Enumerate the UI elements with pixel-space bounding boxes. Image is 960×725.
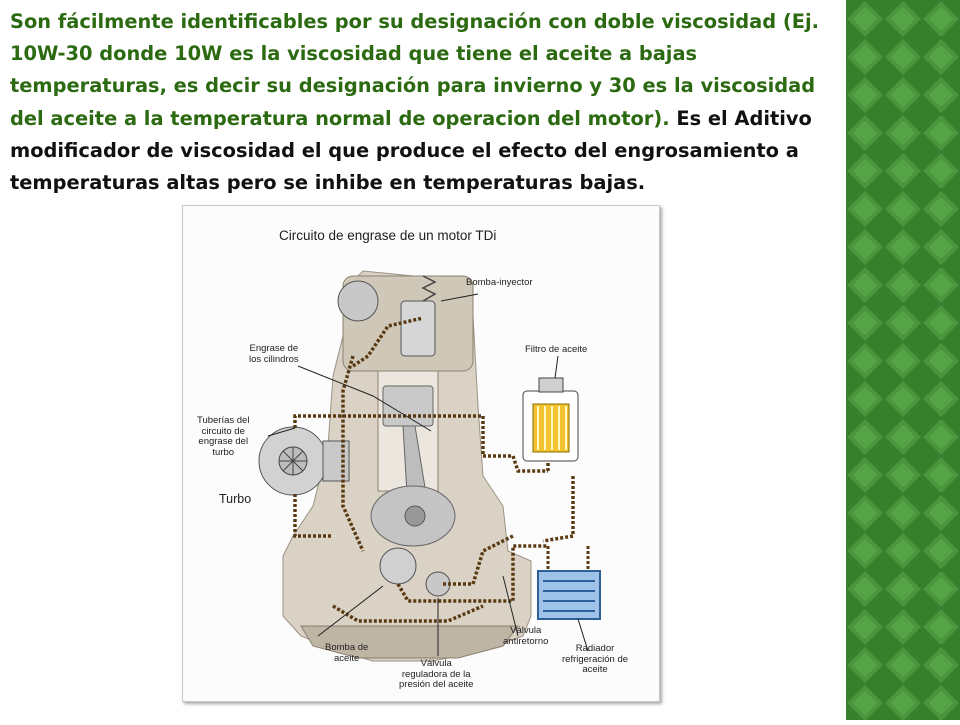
turbo-body (322, 440, 350, 482)
label-turbo: Turbo (219, 492, 252, 506)
label-radiador: Radiador refrigeración de aceite (562, 643, 629, 675)
injector-pump (400, 300, 436, 357)
diamond-pattern (846, 0, 960, 720)
label-valvula-reguladora: Válvula reguladora de la presión del ace… (399, 658, 474, 690)
crank-pin (404, 505, 426, 527)
decorative-side-panel (846, 0, 960, 720)
label-bomba-aceite: Bomba de aceite (325, 642, 369, 664)
oil-sump (300, 625, 519, 659)
paragraph-green-text: Son fácilmente identificables por su des… (10, 10, 819, 130)
pressure-valve-gear (425, 571, 451, 597)
figure-title: Circuito de engrase de un motor TDi (279, 228, 497, 243)
slide-paragraph: Son fácilmente identificables por su des… (10, 6, 840, 199)
camshaft (337, 280, 379, 322)
paragraph-dark-text: Es el Aditivo modificador de viscosidad … (10, 106, 812, 195)
engine-diagram (258, 270, 601, 662)
lubrication-circuit-figure: Circuito de engrase de un motor TDi Bomb… (182, 205, 660, 702)
oil-filter-cap (538, 377, 564, 393)
injector-spring (421, 275, 437, 302)
oil-pump-gear (379, 547, 417, 585)
label-engrase-cilindros: Engrase de los cilindros (249, 343, 299, 365)
leader-lines (267, 293, 589, 656)
label-valvula-antiretorno: Válvula antiretorno (503, 625, 549, 647)
label-tuberias-turbo: Tuberías del circuito de engrase del tur… (197, 415, 250, 458)
label-bomba-inyector: Bomba-inyector (466, 277, 533, 288)
label-filtro-aceite: Filtro de aceite (525, 344, 588, 355)
oil-circuit-pipes (293, 316, 575, 623)
